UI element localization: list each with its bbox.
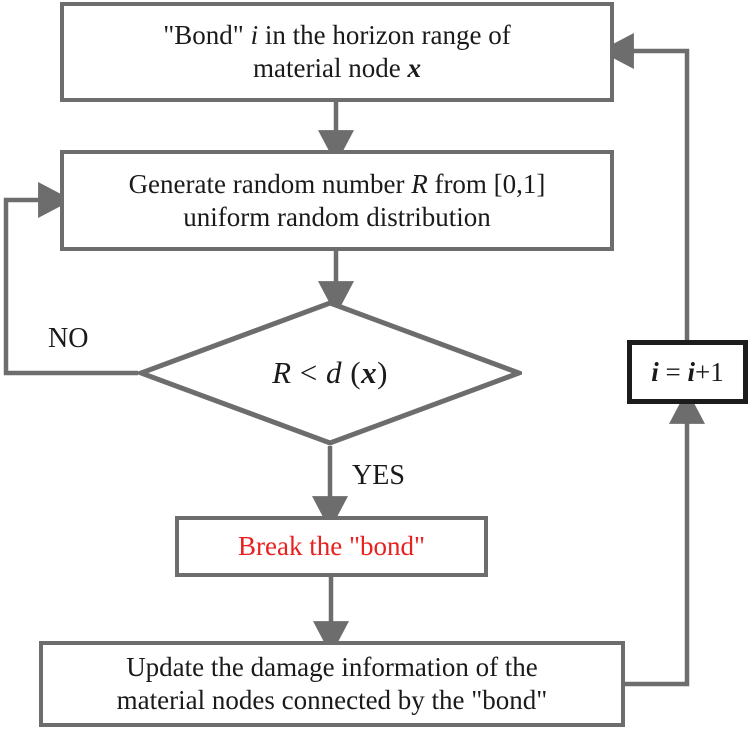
edge-decision-no-to-random [3, 182, 138, 376]
node-bond-line2: material node x [253, 53, 421, 83]
diamond-shape [138, 300, 522, 446]
node-decision-r-less-than-d: R < d (x) [138, 300, 522, 446]
node-increment-label: i = i+1 [651, 356, 724, 387]
node-break-label: Break the "bond" [238, 531, 425, 562]
node-break-the-bond: Break the "bond" [175, 516, 488, 577]
edge-label-yes: YES [352, 460, 405, 491]
node-increment-counter: i = i+1 [627, 340, 748, 404]
node-bond-line1: "Bond" i in the horizon range of [163, 20, 511, 51]
node-random-label: Generate random number R from [0,1] unif… [123, 168, 552, 234]
node-random-line1: Generate random number R from [0,1] [128, 168, 546, 199]
node-update-label: Update the damage information of the mat… [111, 651, 554, 717]
node-bond-label: "Bond" i in the horizon range of materia… [157, 19, 517, 85]
node-update-damage-information: Update the damage information of the mat… [39, 641, 625, 727]
node-update-line2: material nodes connected by the "bond" [116, 685, 548, 715]
node-random-line2: uniform random distribution [183, 201, 491, 232]
edge-increment-to-bond [599, 33, 690, 340]
node-update-line1: Update the damage information of the [126, 652, 538, 683]
edge-label-no: NO [48, 323, 89, 354]
node-generate-random-number: Generate random number R from [0,1] unif… [60, 150, 614, 251]
edge-update-to-increment [625, 389, 705, 687]
node-decision-label: R < d (x) [272, 355, 388, 390]
node-bond-in-horizon: "Bond" i in the horizon range of materia… [60, 2, 614, 102]
